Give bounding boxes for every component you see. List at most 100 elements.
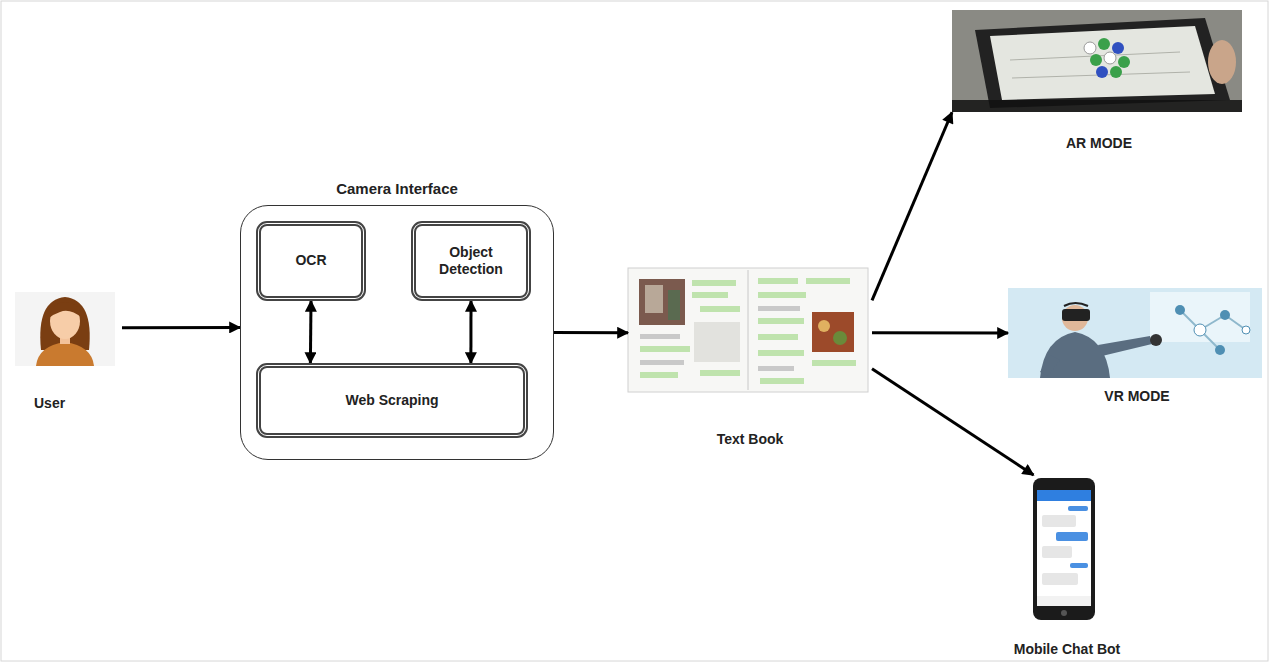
- user-avatar-icon: [15, 292, 115, 366]
- vr-headset-photo: [1008, 288, 1262, 378]
- ar-tablet-photo: [952, 100, 1242, 112]
- vr-headset-photo: [1175, 305, 1185, 315]
- vr-headset-photo: [1040, 332, 1110, 378]
- textbook-picture: [692, 280, 736, 286]
- textbook-picture: [758, 350, 804, 356]
- textbook-picture: [758, 334, 798, 340]
- connector-arrow: [122, 326, 240, 329]
- user-avatar-icon: [36, 342, 94, 366]
- textbook-picture: [628, 268, 868, 392]
- textbook-picture: [758, 278, 798, 284]
- phone-chatbot-picture: [1042, 546, 1072, 558]
- textbook-picture: [758, 318, 804, 324]
- connector-arrow: [872, 369, 1034, 475]
- textbook-picture: [760, 378, 804, 384]
- textbook-picture: [692, 292, 728, 298]
- textbook-picture: [640, 360, 684, 365]
- vr-headset-photo: [1098, 336, 1152, 356]
- textbook-picture: [812, 360, 856, 366]
- ar-tablet-photo: [1118, 56, 1130, 68]
- group-title: Camera Interface: [241, 180, 553, 197]
- ar-tablet-photo: [1084, 42, 1096, 54]
- ar-tablet-photo: [952, 10, 1242, 112]
- connector-arrow: [872, 331, 1008, 334]
- output-mode: AR MODE: [952, 10, 1246, 152]
- phone-chatbot-picture: [1061, 610, 1067, 616]
- textbook-picture: [818, 320, 830, 332]
- phone-chatbot-picture: [1037, 596, 1091, 606]
- process-box: Web Scraping: [256, 363, 528, 438]
- ar-tablet-photo: [1098, 38, 1110, 50]
- textbook-picture: [812, 312, 854, 352]
- textbook-picture: [640, 372, 678, 378]
- textbook-picture: [700, 306, 740, 312]
- ar-tablet-photo: [1110, 66, 1122, 78]
- ar-tablet-photo: [990, 26, 1215, 100]
- ar-tablet-photo: [952, 10, 1242, 112]
- textbook-picture: [758, 292, 806, 298]
- process-box: OCR: [256, 221, 366, 301]
- vr-headset-photo: [1040, 355, 1060, 376]
- vr-headset-photo: [1215, 345, 1225, 355]
- textbook-picture: [640, 346, 690, 352]
- picture-label: AR MODE: [952, 135, 1246, 152]
- phone-chatbot-picture: [1042, 515, 1076, 527]
- textbook-picture: [758, 306, 800, 311]
- textbook-picture: [668, 290, 680, 320]
- textbook-picture: [806, 278, 850, 284]
- phone-chatbot-picture: [1042, 573, 1078, 585]
- user-avatar-icon: [40, 297, 89, 350]
- ar-tablet-photo: [1112, 42, 1124, 54]
- vr-headset-photo: [1150, 292, 1250, 342]
- process-box: Object Detection: [411, 221, 531, 301]
- textbook-picture: [700, 370, 740, 376]
- phone-chatbot-picture: [1068, 506, 1088, 511]
- output-mode: VR MODE: [1008, 288, 1266, 405]
- textbook-picture: [639, 279, 685, 325]
- ar-tablet-photo: [1096, 66, 1108, 78]
- ar-tablet-photo: [1104, 52, 1116, 64]
- phone-chatbot-picture: [1056, 532, 1088, 541]
- picture-label: Text Book: [628, 431, 872, 448]
- ar-tablet-photo: [975, 18, 1230, 108]
- textbook-picture: [833, 331, 847, 345]
- vr-headset-photo: [1008, 288, 1262, 378]
- textbook-picture: [694, 322, 740, 362]
- phone-chatbot-picture: [1037, 490, 1091, 501]
- user-avatar-icon: [49, 302, 82, 318]
- output-mode: Mobile Chat Bot: [1000, 475, 1134, 658]
- textbook-picture: [758, 366, 794, 371]
- connector-arrow: [554, 331, 628, 334]
- vr-headset-photo: [1242, 326, 1250, 334]
- vr-headset-photo: [1150, 334, 1162, 346]
- connector-arrow: [872, 112, 952, 300]
- textbook-picture: [628, 268, 868, 392]
- ar-tablet-photo: [1090, 54, 1102, 66]
- user-actor: User: [12, 290, 122, 412]
- ar-tablet-photo: [1208, 40, 1236, 84]
- textbook-picture: [640, 334, 680, 339]
- phone-chatbot-picture: [1070, 563, 1088, 568]
- box-label: OCR: [295, 252, 326, 270]
- textbook-node: Text Book: [628, 268, 872, 448]
- vr-headset-photo: [1194, 324, 1206, 336]
- phone-chatbot-picture: [1033, 478, 1095, 620]
- phone-chatbot-picture: [1037, 490, 1091, 606]
- picture-label: Mobile Chat Bot: [1000, 641, 1134, 658]
- connector-arrow: [309, 301, 313, 363]
- user-avatar-icon: [15, 292, 115, 366]
- textbook-picture: [748, 270, 749, 390]
- box-label: Object Detection: [422, 244, 520, 279]
- textbook-picture: [645, 285, 663, 313]
- vr-headset-photo: [1220, 310, 1230, 320]
- vr-headset-photo: [1062, 309, 1090, 321]
- box-label: Web Scraping: [345, 392, 438, 410]
- vr-headset-photo: [1064, 303, 1088, 306]
- connector-arrow: [469, 301, 472, 363]
- picture-label: VR MODE: [1008, 388, 1266, 405]
